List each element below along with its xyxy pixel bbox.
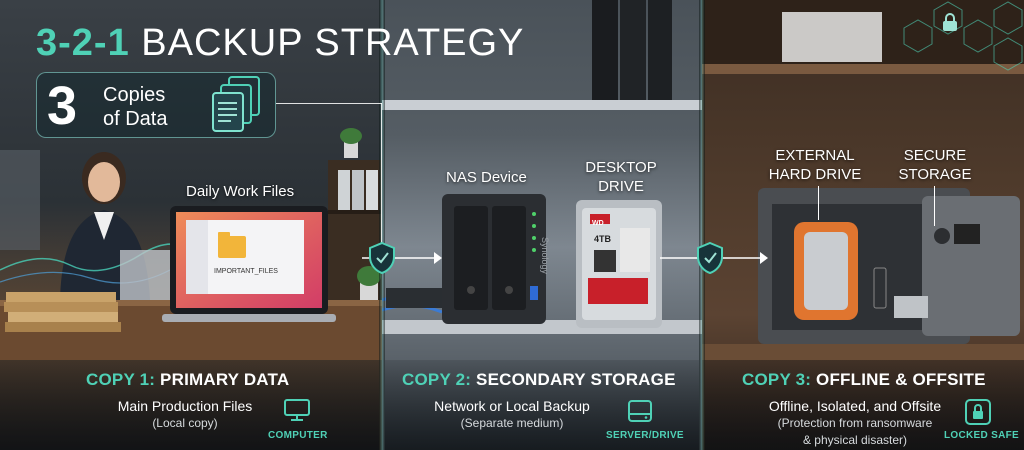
copy2-line1: Network or Local Backup — [434, 398, 590, 414]
hdd-brand: WD — [592, 220, 604, 227]
secure-storage-label: SECURE STORAGE — [890, 146, 980, 184]
copy1-strip — [0, 360, 379, 450]
secure-storage-line2: STORAGE — [898, 166, 972, 183]
copies-label: Copies of Data — [103, 83, 167, 131]
office-scene — [0, 128, 382, 360]
laptop-folder-label: IMPORTANT_FILES — [214, 268, 278, 275]
copy1-line2: (Local copy) — [152, 416, 218, 430]
copy2-line2: (Separate medium) — [460, 416, 564, 430]
nas-brand: Synology — [540, 236, 551, 275]
copies-number: 3 — [47, 76, 78, 136]
nas-scene — [382, 0, 702, 334]
lock-icon — [965, 399, 991, 425]
desktop-drive-line1: DESKTOP — [585, 159, 657, 176]
copy3-title: OFFLINE & OFFSITE — [811, 370, 986, 389]
copy1-number: COPY 1: — [86, 370, 156, 389]
copy1-line1: Main Production Files — [117, 398, 253, 414]
flow-connector-vertical — [381, 103, 382, 259]
shield-icon — [369, 241, 395, 275]
hard-drive-icon — [628, 400, 652, 422]
copies-line1: Copies — [103, 84, 166, 106]
external-drive-label: EXTERNAL HARD DRIVE — [760, 146, 870, 184]
copies-callout: 3 Copies of Data — [36, 72, 276, 138]
copy2-strip — [385, 360, 699, 450]
copy3-badge: LOCKED SAFE — [944, 430, 1019, 441]
copy3-description: Offline, Isolated, and Offsite (Protecti… — [752, 398, 958, 449]
lock-hex-icon — [943, 13, 957, 31]
secure-pointer — [934, 186, 935, 226]
desktop-drive-line2: DRIVE — [598, 178, 644, 195]
copy3-line2: (Protection from ransomware — [777, 416, 933, 430]
daily-work-files-label: Daily Work Files — [186, 183, 295, 200]
copy3-heading: COPY 3: OFFLINE & OFFSITE — [742, 370, 986, 390]
desktop-drive-label: DESKTOP DRIVE — [576, 158, 666, 196]
hdd-capacity: 4TB — [594, 234, 612, 244]
title-accent: 3-2-1 — [36, 22, 130, 64]
monitor-icon — [284, 399, 310, 421]
external-drive-line2: HARD DRIVE — [768, 166, 862, 183]
flow-connector — [276, 103, 382, 104]
copy1-badge: COMPUTER — [268, 430, 328, 441]
secure-storage-line1: SECURE — [903, 147, 967, 164]
copy3-line1: Offline, Isolated, and Offsite — [768, 398, 942, 414]
divider-2 — [699, 0, 705, 450]
copy3-line3: & physical disaster) — [802, 433, 908, 447]
external-pointer — [818, 186, 819, 220]
copy2-number: COPY 2: — [402, 370, 472, 389]
page-title: 3-2-1 BACKUP STRATEGY — [36, 22, 524, 65]
copy3-number: COPY 3: — [742, 370, 812, 389]
copy2-badge: SERVER/DRIVE — [606, 430, 684, 441]
copy1-heading: COPY 1: PRIMARY DATA — [86, 370, 289, 390]
documents-icon — [212, 76, 260, 132]
title-main: BACKUP STRATEGY — [129, 22, 525, 64]
copy2-title: SECONDARY STORAGE — [471, 370, 676, 389]
copy2-heading: COPY 2: SECONDARY STORAGE — [402, 370, 676, 390]
copy1-title: PRIMARY DATA — [155, 370, 290, 389]
shield-icon-2 — [697, 241, 723, 275]
divider-1 — [379, 0, 385, 450]
external-drive-line1: EXTERNAL — [775, 147, 855, 164]
nas-device-label: NAS Device — [446, 169, 527, 186]
safe-scene — [702, 0, 1024, 360]
copy1-description: Main Production Files (Local copy) — [100, 398, 270, 432]
copy3-strip — [705, 360, 1024, 450]
copies-line2: of Data — [103, 108, 168, 130]
copy2-description: Network or Local Backup (Separate medium… — [424, 398, 600, 432]
